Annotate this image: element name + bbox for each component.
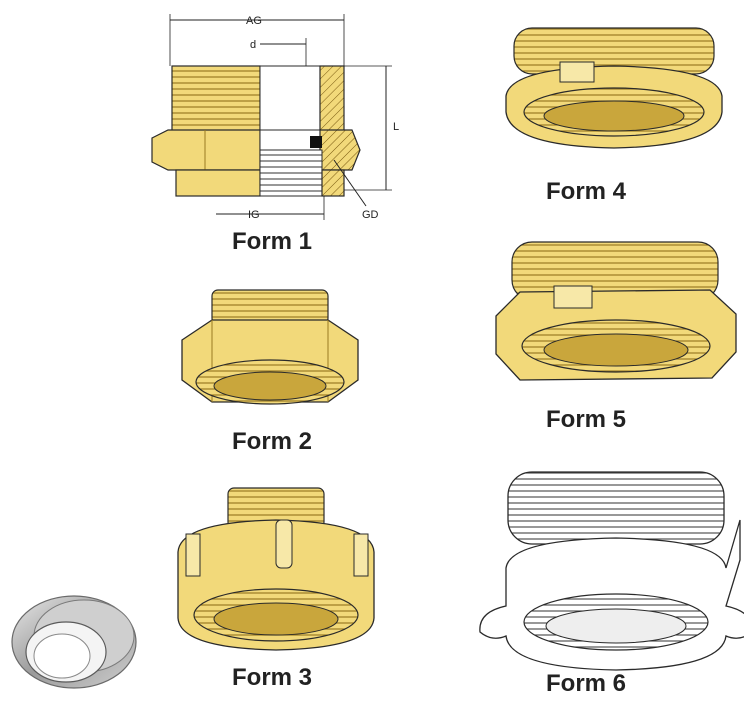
form-1-drawing: AG d L IG GD (151, 14, 399, 221)
form-6-drawing (479, 471, 744, 671)
form-1-caption: Form 1 (232, 228, 313, 255)
form-4-drawing (505, 27, 723, 149)
dim-label-d: d (250, 39, 256, 51)
form-2-caption: Form 2 (232, 428, 313, 455)
form-6-caption: Form 6 (546, 670, 627, 697)
steel-ring-image (11, 595, 137, 689)
form-5-drawing (495, 241, 737, 381)
dim-label-l: L (393, 121, 399, 133)
form-5-caption: Form 5 (546, 406, 627, 433)
dim-label-ig: IG (248, 209, 260, 221)
dim-label-gd: GD (362, 209, 379, 221)
form-2-drawing (181, 289, 359, 405)
form-3-drawing (177, 487, 375, 651)
form-4-caption: Form 4 (546, 178, 627, 205)
dim-label-ag: AG (246, 15, 262, 27)
form-3-caption: Form 3 (232, 664, 313, 691)
